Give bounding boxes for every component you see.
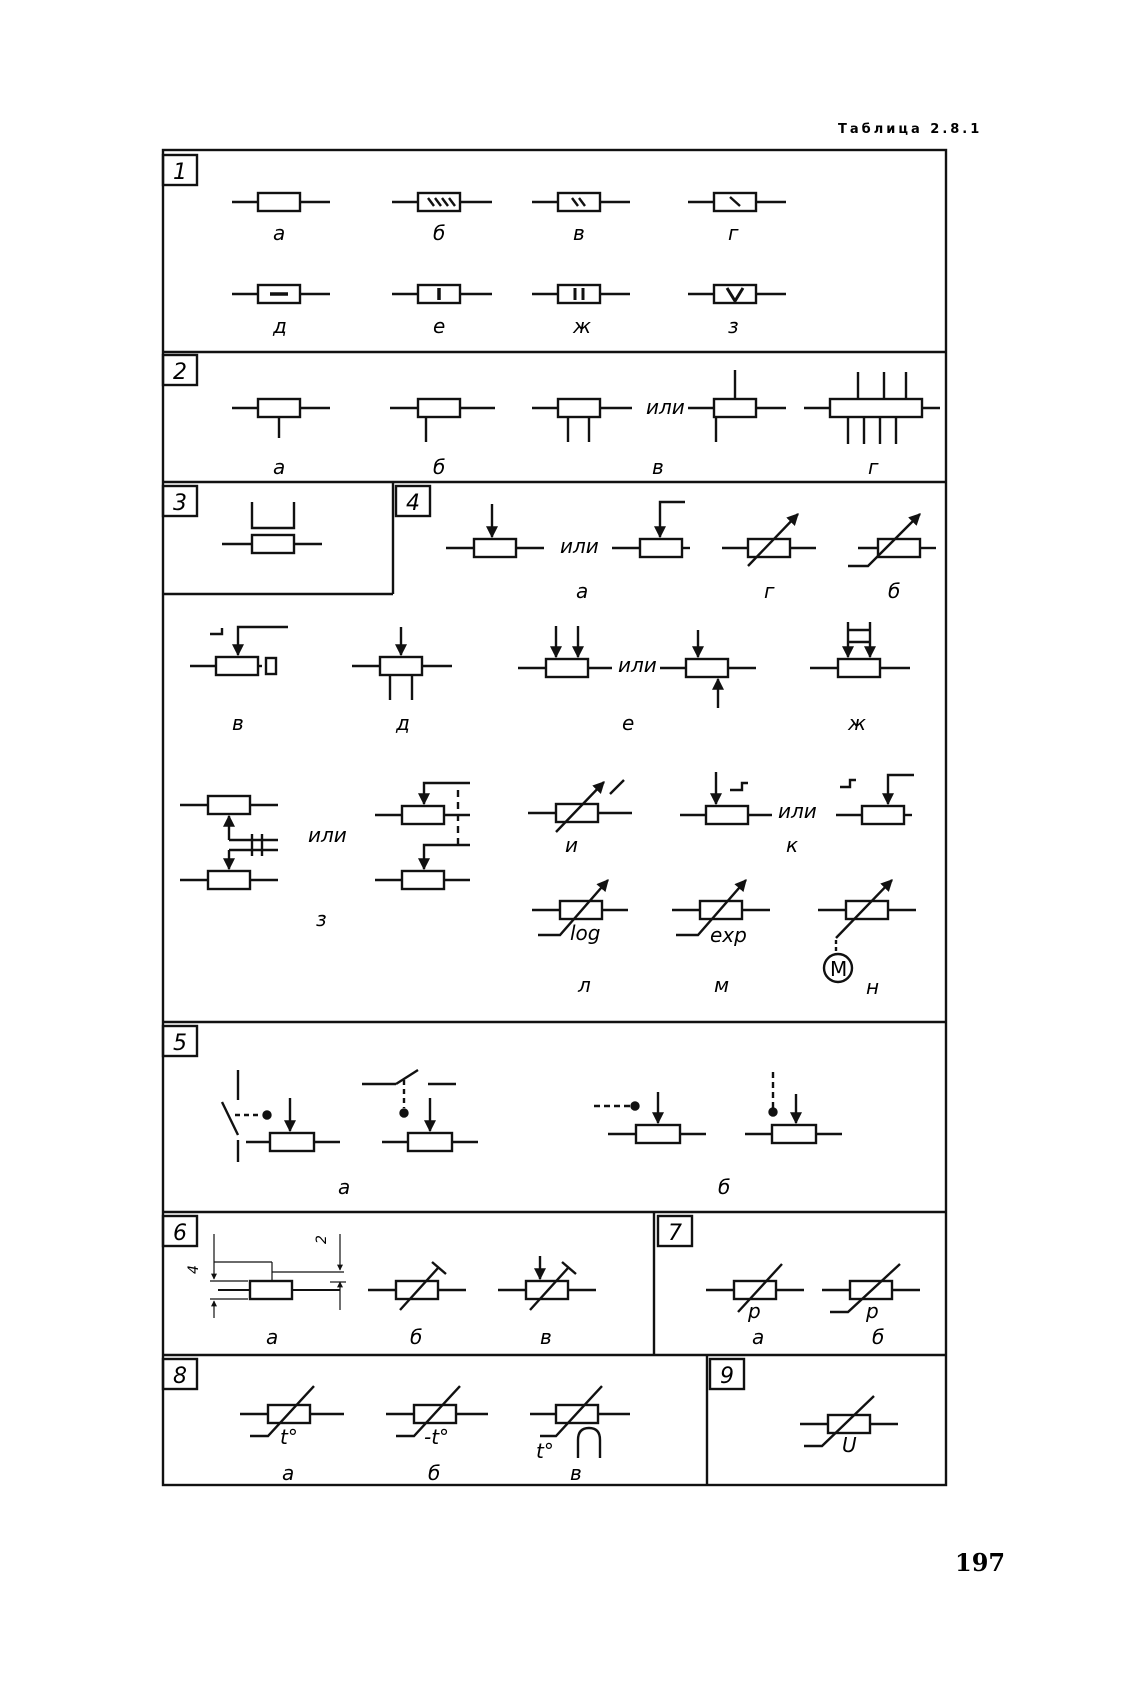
u-text-9: U	[842, 1433, 857, 1457]
label-2a: а	[273, 455, 285, 479]
exp-text: exp	[710, 923, 747, 947]
label-8b: б	[428, 1461, 440, 1485]
t-text-8v: t°	[536, 1439, 554, 1463]
section-number-9: 9	[720, 1364, 734, 1389]
label-4z: з	[316, 907, 327, 931]
section-number-4: 4	[406, 491, 420, 516]
label-5b: б	[718, 1175, 730, 1199]
section-4-variable-resistors	[180, 500, 936, 984]
t-text-8a: t°	[280, 1425, 298, 1449]
label-1v: в	[573, 221, 585, 245]
section-2-tapped-resistors	[232, 370, 940, 444]
section-1-resistors	[232, 191, 786, 305]
label-4k: к	[786, 833, 798, 857]
section-number-2: 2	[173, 360, 187, 385]
label-1b: б	[433, 221, 445, 245]
dim-label-2: 2	[314, 1235, 330, 1244]
section-number-8: 8	[173, 1364, 187, 1389]
label-4l: л	[577, 973, 591, 997]
section-6-dimensioned-symbols	[210, 1234, 596, 1318]
label-1g: г	[728, 221, 739, 245]
or-text-4k: или	[778, 799, 817, 823]
label-1a: а	[273, 221, 285, 245]
section-5-switched-resistors	[220, 1068, 842, 1162]
section-number-7: 7	[668, 1221, 682, 1246]
label-6v: в	[540, 1325, 552, 1349]
label-4d: д	[395, 711, 410, 735]
label-4g: г	[764, 579, 775, 603]
label-7a: а	[752, 1325, 764, 1349]
section-number-1: 1	[173, 160, 187, 185]
section-8-thermistors	[240, 1385, 630, 1458]
p-text-7b: p	[865, 1299, 879, 1323]
label-4m: м	[714, 973, 729, 997]
table-caption: Таблица 2.8.1	[838, 122, 982, 137]
log-text: log	[570, 921, 601, 945]
label-1d: д	[272, 314, 287, 338]
label-4v: в	[232, 711, 244, 735]
label-4i: и	[565, 833, 578, 857]
label-6b: б	[410, 1325, 422, 1349]
section-3-shorted-resistor	[222, 502, 322, 555]
section-9-voltage-dependent	[800, 1395, 898, 1448]
label-8a: а	[282, 1461, 294, 1485]
label-4zh: ж	[847, 711, 866, 735]
page-number: 197	[955, 1548, 1005, 1577]
label-2b: б	[433, 455, 445, 479]
section-7-varistors	[706, 1263, 920, 1314]
or-text-4z: или	[308, 823, 347, 847]
label-1e: е	[433, 314, 445, 338]
p-text-7a: p	[747, 1299, 761, 1323]
section-number-3: 3	[173, 491, 187, 516]
label-6a: а	[266, 1325, 278, 1349]
motor-icon: M	[830, 957, 847, 981]
label-4e: е	[622, 711, 634, 735]
label-1zh: ж	[572, 314, 591, 338]
label-4b: б	[888, 579, 900, 603]
label-4n: н	[866, 975, 879, 999]
label-8v: в	[570, 1461, 582, 1485]
label-2v: в	[652, 455, 664, 479]
label-1z: з	[728, 314, 739, 338]
t-text-8b: -t°	[424, 1425, 449, 1449]
or-text-4e: или	[618, 653, 657, 677]
or-text-2: или	[646, 395, 685, 419]
label-2g: г	[868, 455, 879, 479]
or-text-4a: или	[560, 534, 599, 558]
section-number-6: 6	[173, 1221, 187, 1246]
label-4a: а	[576, 579, 588, 603]
section-number-5: 5	[173, 1031, 187, 1056]
dim-label-4: 4	[186, 1265, 202, 1274]
label-7b: б	[872, 1325, 884, 1349]
label-5a: а	[338, 1175, 350, 1199]
table-frame	[161, 148, 948, 1487]
